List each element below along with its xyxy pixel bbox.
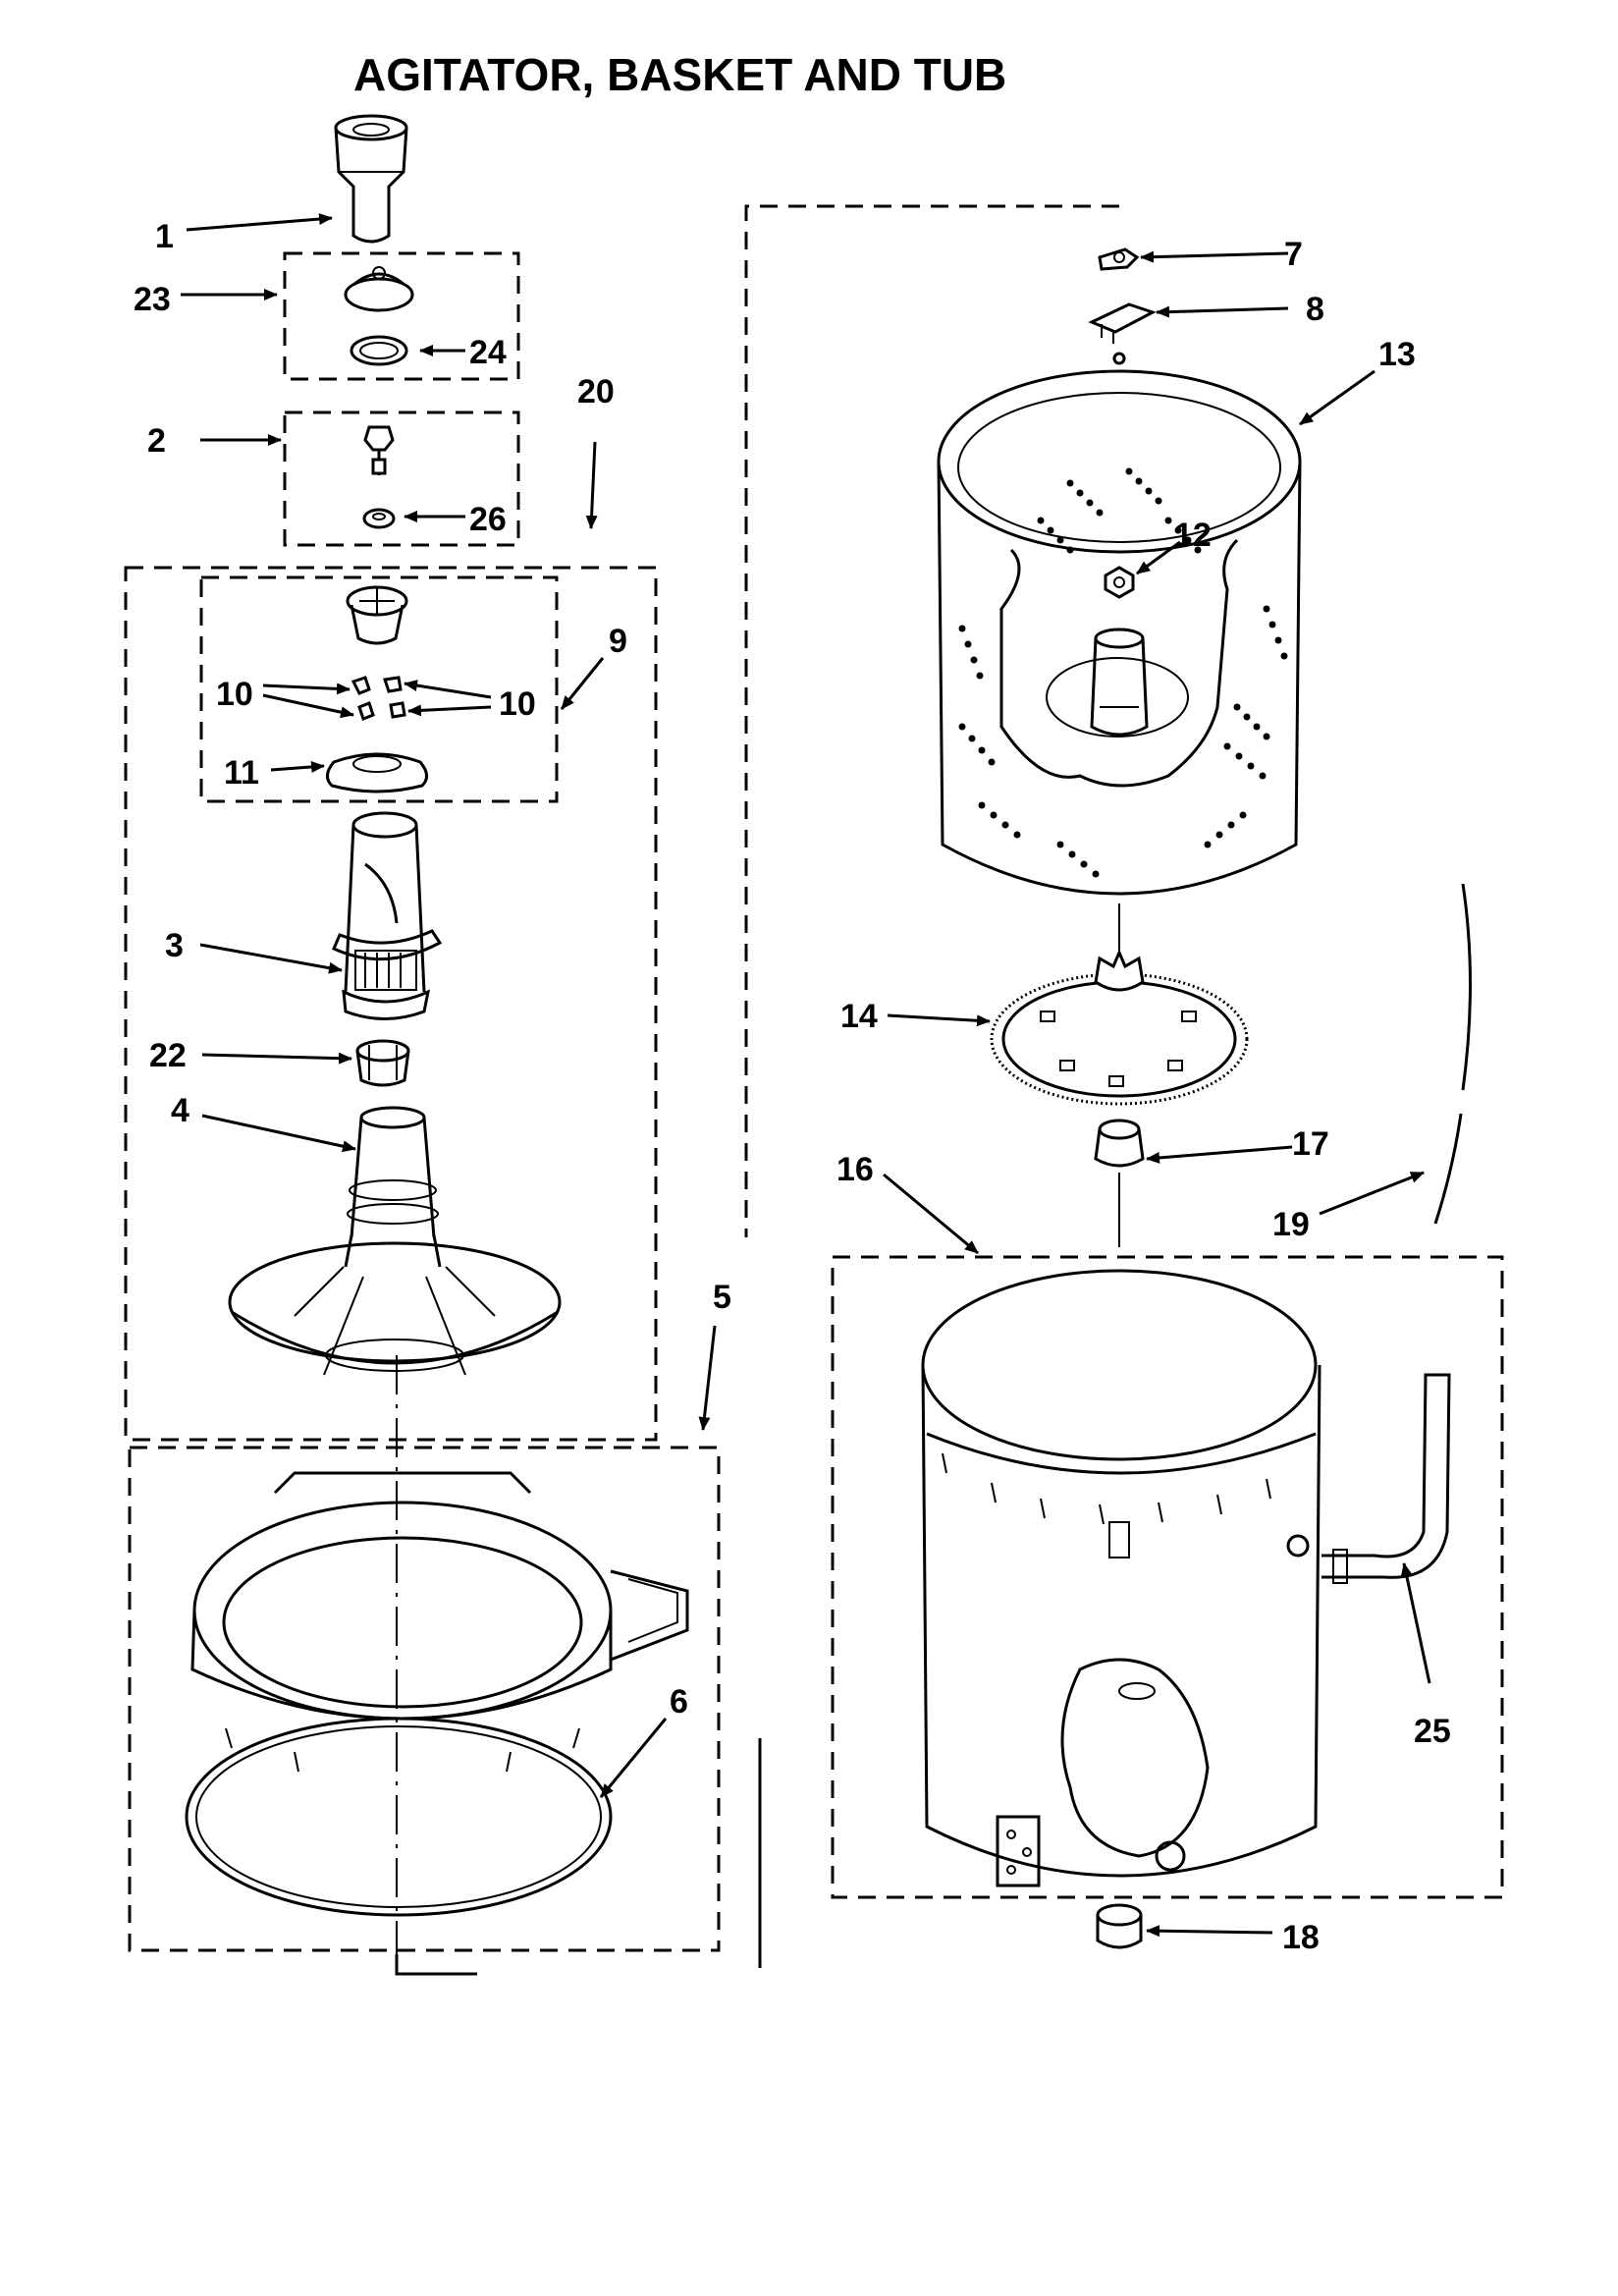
assembly-box-2 — [283, 410, 520, 547]
callout-8: 8 — [1306, 291, 1324, 328]
callout-13: 13 — [1378, 336, 1416, 373]
callout-4: 4 — [171, 1092, 189, 1129]
left-connector-line — [395, 1954, 477, 1976]
callout-17: 17 — [1292, 1125, 1329, 1163]
callout-23: 23 — [134, 281, 171, 318]
callout-24: 24 — [469, 334, 507, 371]
basket-perforations — [958, 467, 1288, 878]
diagram-title: AGITATOR, BASKET AND TUB — [353, 49, 1006, 100]
part-13-basket — [937, 352, 1302, 896]
callout-10-left: 10 — [216, 676, 253, 713]
callout-20: 20 — [577, 373, 615, 410]
part-19-hose — [1433, 883, 1472, 1225]
assembly-box-23 — [283, 251, 520, 381]
callout-11: 11 — [224, 754, 259, 792]
bracket-connector — [744, 204, 1119, 1237]
part-2-bolt — [363, 425, 395, 475]
callout-19: 19 — [1272, 1206, 1310, 1243]
part-5-tub-ring — [190, 1471, 689, 1773]
callout-16: 16 — [836, 1151, 874, 1188]
part-17-seal — [1094, 1119, 1145, 1247]
part-1-agitator-cap — [334, 114, 408, 244]
callout-7: 7 — [1284, 236, 1303, 273]
part-7-clip — [1098, 247, 1140, 271]
part-25-pressure-tube — [1321, 1373, 1451, 1584]
assembly-box-9 — [199, 575, 559, 803]
callout-10-right: 10 — [499, 685, 536, 723]
callout-12: 12 — [1174, 517, 1212, 554]
callout-22: 22 — [149, 1037, 187, 1074]
callout-arrows — [181, 213, 1431, 1938]
callout-25: 25 — [1414, 1713, 1451, 1750]
part-26-washer — [362, 508, 396, 529]
part-11-cam-base — [326, 752, 428, 793]
callout-14: 14 — [840, 998, 878, 1035]
part-23-cap-insert — [344, 266, 414, 312]
part-6-gasket — [185, 1717, 613, 1917]
callout-26: 26 — [469, 501, 507, 538]
part-24-o-ring — [350, 335, 408, 366]
callout-9: 9 — [609, 623, 627, 660]
callout-2: 2 — [147, 422, 166, 460]
part-4-agitator-base — [228, 1106, 562, 1376]
assembly-box-5 — [128, 1446, 721, 1952]
assembly-box-20 — [124, 566, 658, 1442]
part-8-bracket — [1088, 302, 1157, 344]
part-16-outer-tub — [921, 1269, 1321, 1887]
callout-5: 5 — [713, 1279, 731, 1316]
part-14-drive-hub — [990, 949, 1249, 1106]
part-3-agitator-barrel — [332, 811, 443, 1020]
callout-1: 1 — [155, 218, 174, 255]
part-18-tub-nut — [1096, 1903, 1143, 1949]
part-10-dogs — [351, 676, 406, 721]
part-9-cam-top — [346, 585, 408, 645]
part-12-basket-nut — [1104, 566, 1135, 599]
part-22-coupler — [355, 1039, 410, 1087]
callout-3: 3 — [165, 927, 184, 964]
callout-6: 6 — [670, 1683, 688, 1721]
callout-18: 18 — [1282, 1919, 1320, 1956]
